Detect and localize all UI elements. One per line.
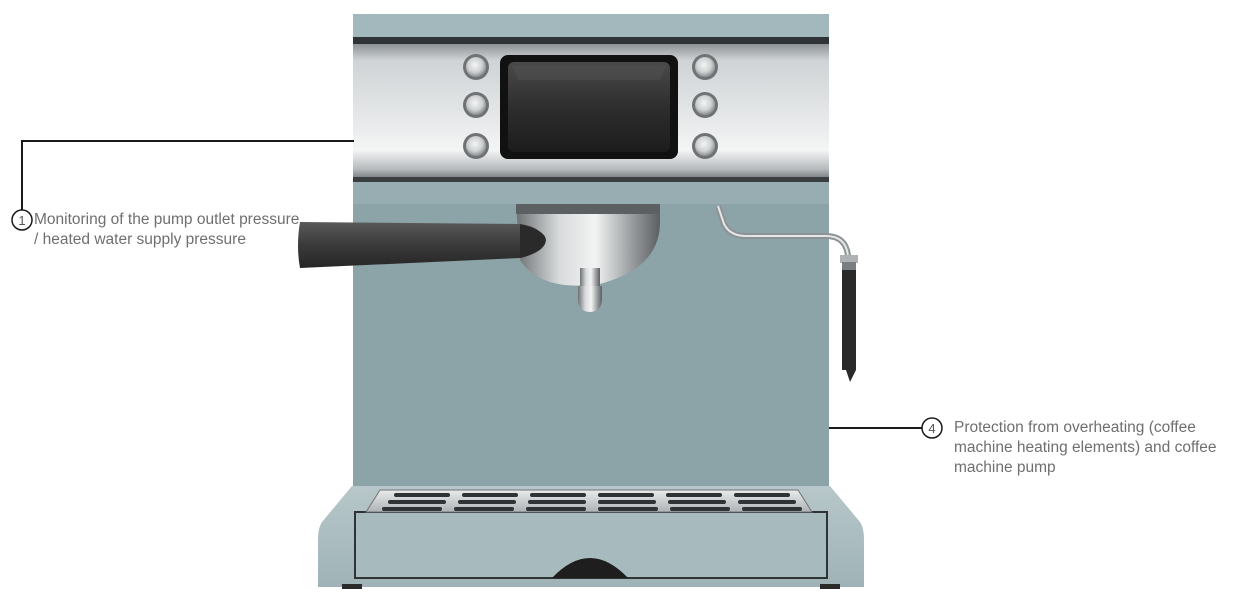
callout-1-number: 1 bbox=[18, 213, 25, 228]
callout-1-leader-line bbox=[22, 141, 354, 210]
callout-4: Protection from overheating (coffee mach… bbox=[954, 418, 1244, 478]
control-panel-bottom-trim bbox=[353, 177, 829, 182]
steam-wand-collar bbox=[840, 255, 858, 263]
steam-wand-tip bbox=[842, 270, 856, 382]
top-dark-trim bbox=[353, 37, 829, 44]
callout-4-text: Protection from overheating (coffee mach… bbox=[954, 418, 1244, 478]
machine-foot-right bbox=[820, 584, 840, 589]
callout-1: Monitoring of the pump outlet pressure /… bbox=[34, 210, 304, 250]
machine-foot-left bbox=[342, 584, 362, 589]
callout-1-text: Monitoring of the pump outlet pressure /… bbox=[34, 210, 304, 250]
body-upper-band bbox=[353, 182, 829, 204]
portafilter-spout bbox=[580, 268, 600, 288]
callout-4-number: 4 bbox=[928, 421, 935, 436]
